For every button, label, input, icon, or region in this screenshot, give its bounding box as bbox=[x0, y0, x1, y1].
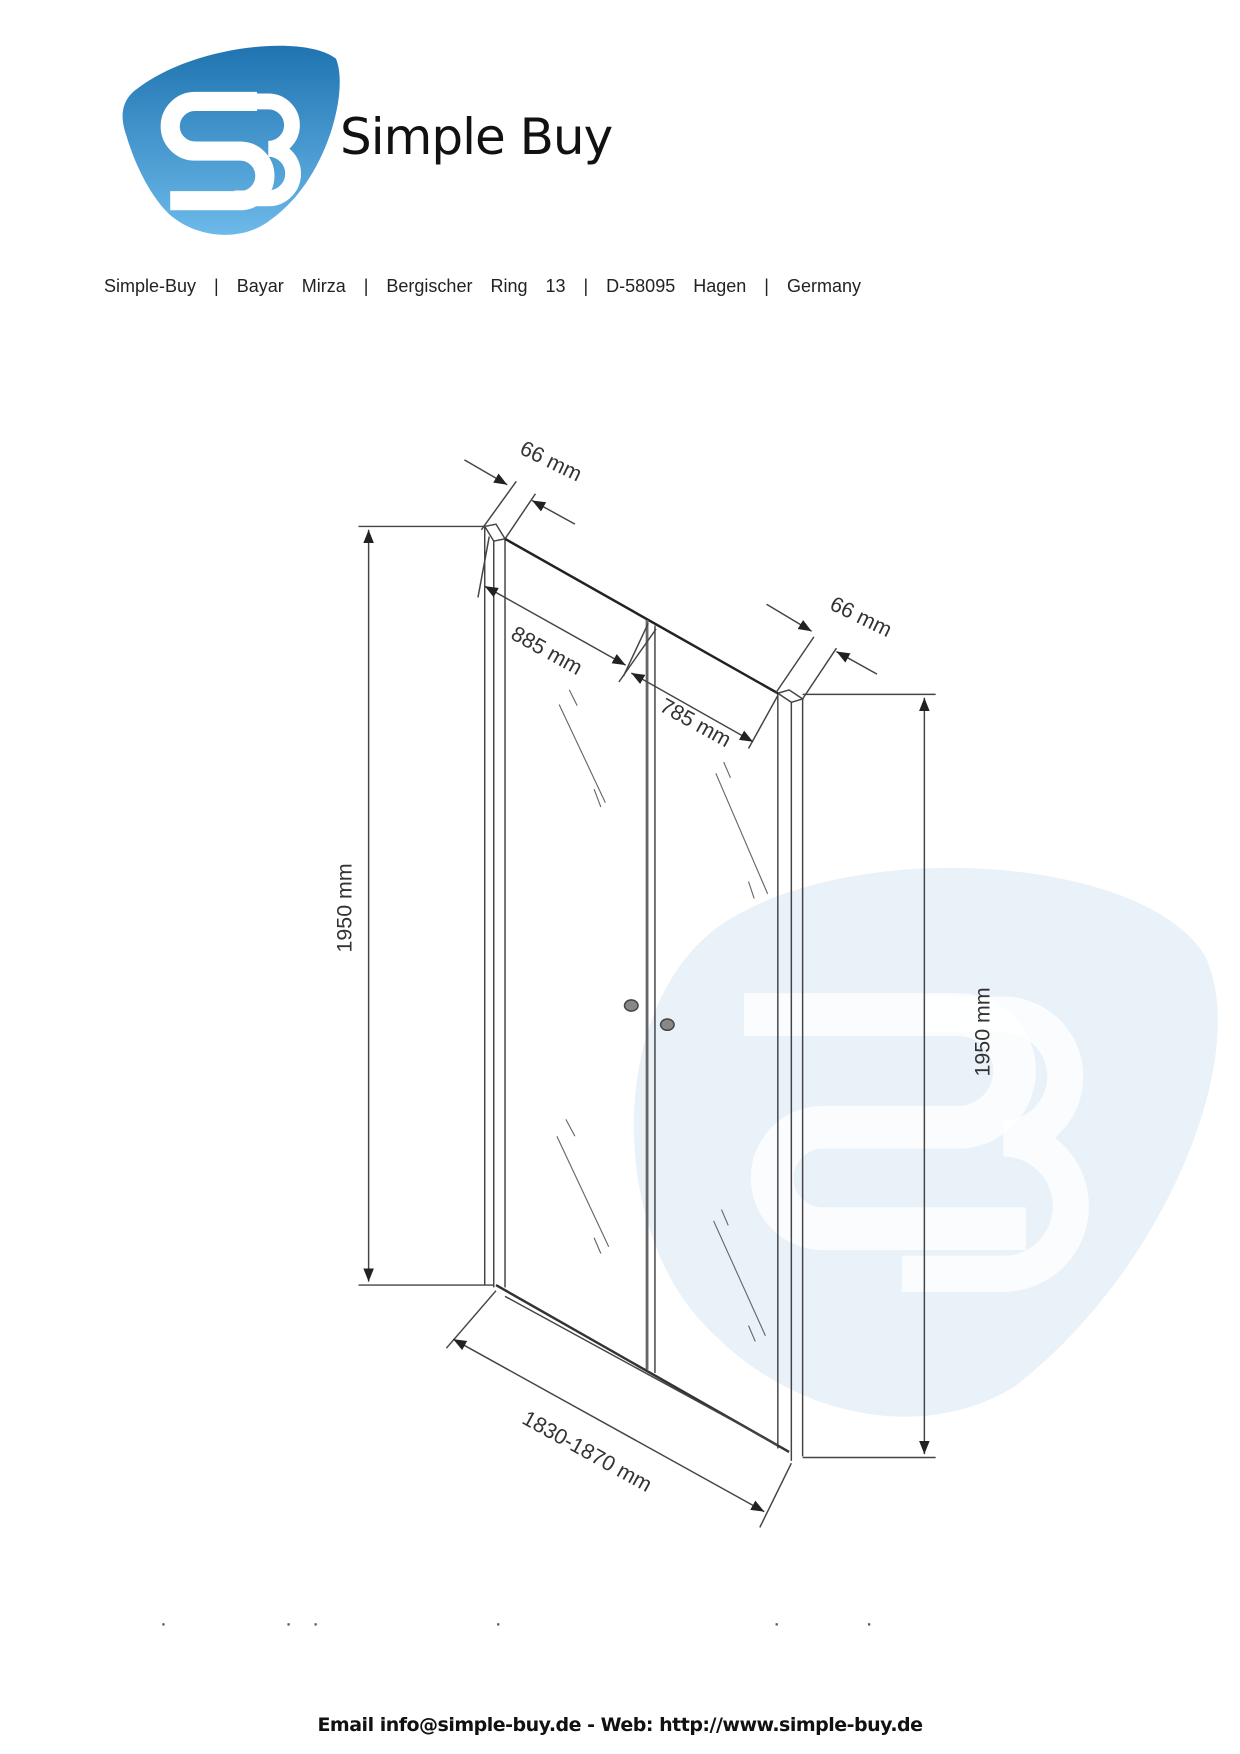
faint-text-remnant bbox=[162, 1623, 871, 1626]
left-panel-width-label: 885 mm bbox=[507, 621, 586, 679]
right-height-label: 1950 mm bbox=[971, 987, 995, 1076]
brand-name: Simple Buy bbox=[340, 108, 613, 166]
right-panel-width-label: 785 mm bbox=[656, 694, 735, 752]
simple-buy-logo bbox=[122, 45, 340, 235]
shower-door-drawing bbox=[358, 459, 936, 1528]
top-right-post-width-label: 66 mm bbox=[826, 592, 895, 642]
top-left-post-width-label: 66 mm bbox=[516, 436, 585, 486]
total-width-label: 1830-1870 mm bbox=[518, 1406, 656, 1497]
footer-contact: Email info@simple-buy.de - Web: http://w… bbox=[317, 1714, 923, 1736]
watermark-logo bbox=[633, 867, 1218, 1417]
company-address: Simple-Buy | Bayar Mirza | Bergischer Ri… bbox=[104, 276, 861, 296]
left-height-label: 1950 mm bbox=[333, 863, 357, 952]
